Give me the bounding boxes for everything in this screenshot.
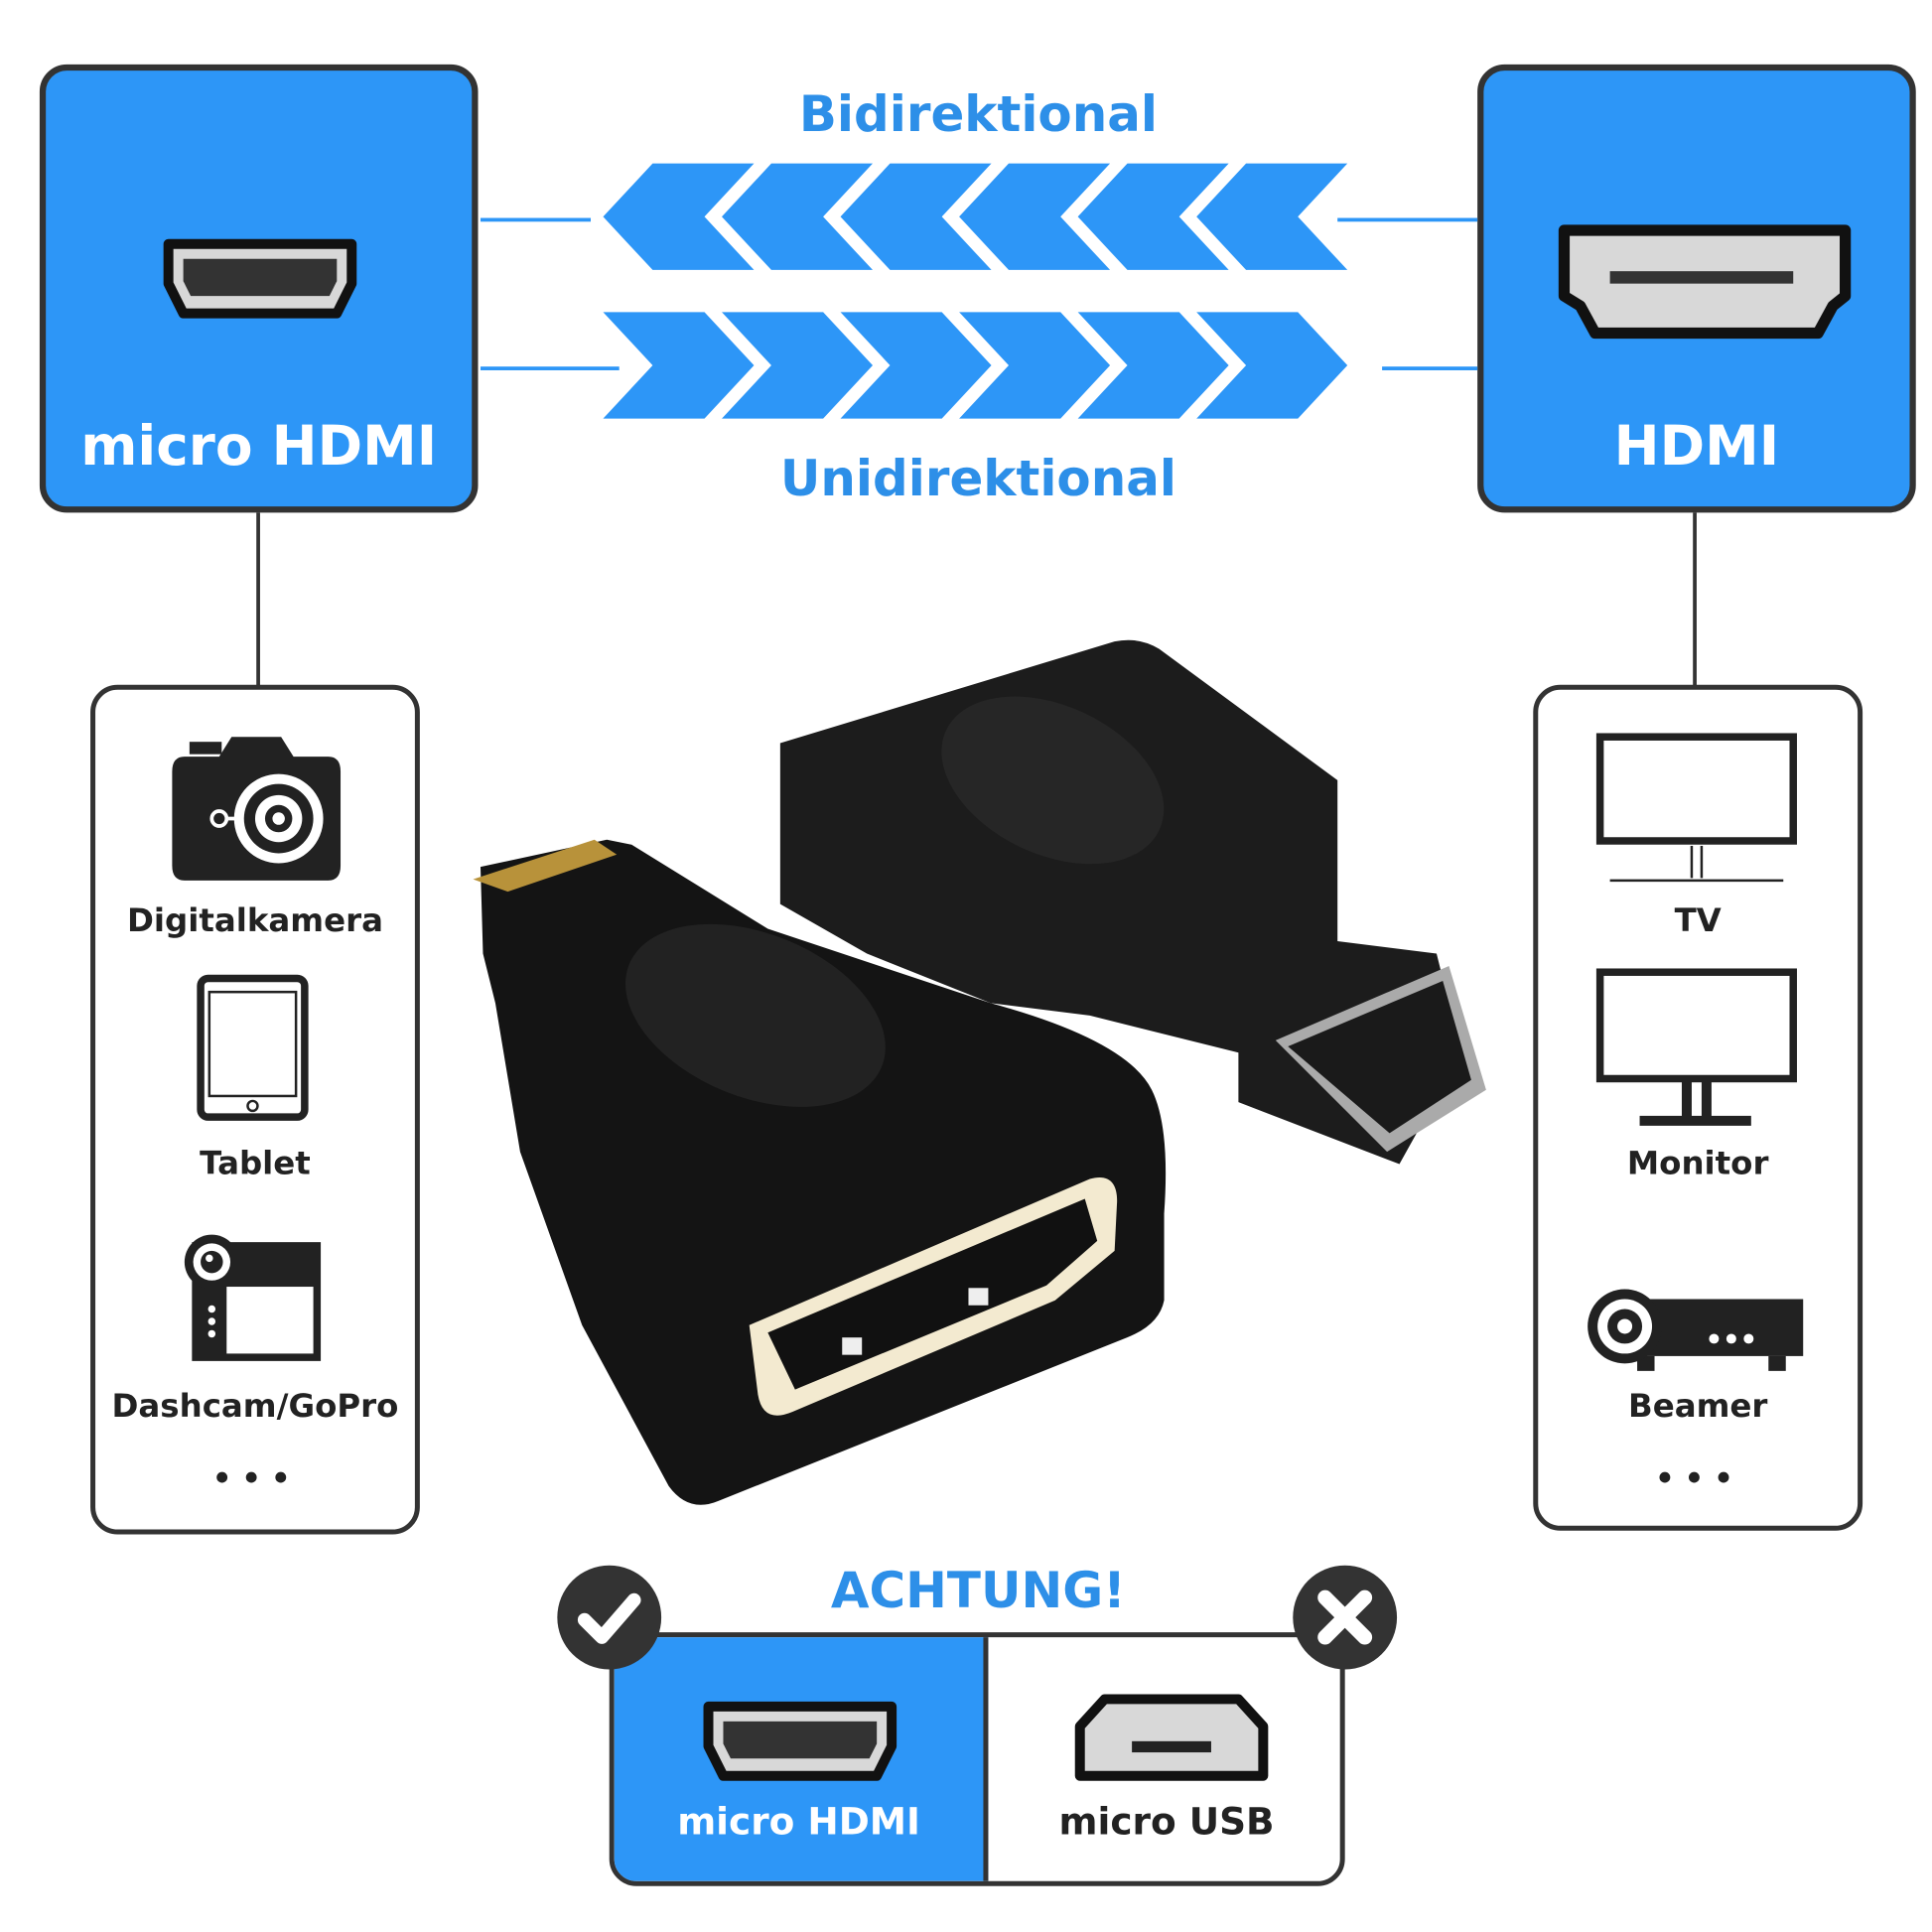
connector-line [480,366,620,370]
chevron-right [840,312,992,419]
chevron-left [722,163,874,270]
device-label: Monitor [1626,1145,1769,1183]
chevron-left [1077,163,1229,270]
check-icon [557,1565,662,1670]
connector-line [256,512,260,687]
chevron-left [840,163,992,270]
device-label: Tablet [200,1145,311,1183]
monitor-icon [1595,968,1797,1126]
micro-usb-port-icon [1074,1694,1269,1781]
compatible-label: micro HDMI [677,1800,920,1845]
connector-line [1693,512,1697,687]
chevron-right [603,312,755,419]
compatible-side: micro HDMI [614,1637,989,1881]
connector-line [1382,366,1478,370]
chevron-left [1196,163,1348,270]
micro-hdmi-port-icon [703,1701,897,1781]
camcorder-icon [184,1234,322,1361]
projector-icon [1587,1289,1804,1371]
micro-hdmi-label: micro HDMI [80,414,438,479]
source-devices-panel: Digitalkamera Tablet Dashcam/GoPro ••• [90,684,420,1535]
hdmi-label: HDMI [1613,414,1780,479]
micro-hdmi-box: micro HDMI [39,64,479,513]
more-devices: ••• [210,1457,300,1501]
compatibility-box: micro HDMI micro USB [609,1632,1345,1886]
connector-line [1337,217,1478,222]
hdmi-box: HDMI [1477,64,1916,513]
chevron-left [603,163,755,270]
device-label: Dashcam/GoPro [111,1388,399,1426]
tablet-icon [197,974,309,1121]
chevron-right [1196,312,1348,419]
display-devices-panel: TV Monitor Beamer ••• [1533,684,1863,1531]
incompatible-label: micro USB [1058,1800,1275,1845]
connector-line [480,217,592,222]
chevron-arrows [603,163,1348,419]
adapter-product-image [473,639,1486,1505]
device-label: Beamer [1627,1388,1768,1426]
device-label: Digitalkamera [126,902,383,940]
micro-hdmi-port-icon [163,238,357,319]
chevron-right [1077,312,1229,419]
camera-icon [172,737,342,881]
device-label: TV [1674,902,1722,940]
more-devices: ••• [1653,1457,1742,1501]
chevron-left [959,163,1111,270]
chevron-right [722,312,874,419]
unidirectional-label: Unidirektional [779,451,1177,508]
warning-title: ACHTUNG! [830,1563,1126,1620]
hdmi-port-icon [1558,224,1852,340]
x-icon [1293,1565,1398,1670]
bidirectional-label: Bidirektional [798,86,1159,144]
chevron-right [959,312,1111,419]
tv-icon [1595,733,1797,883]
